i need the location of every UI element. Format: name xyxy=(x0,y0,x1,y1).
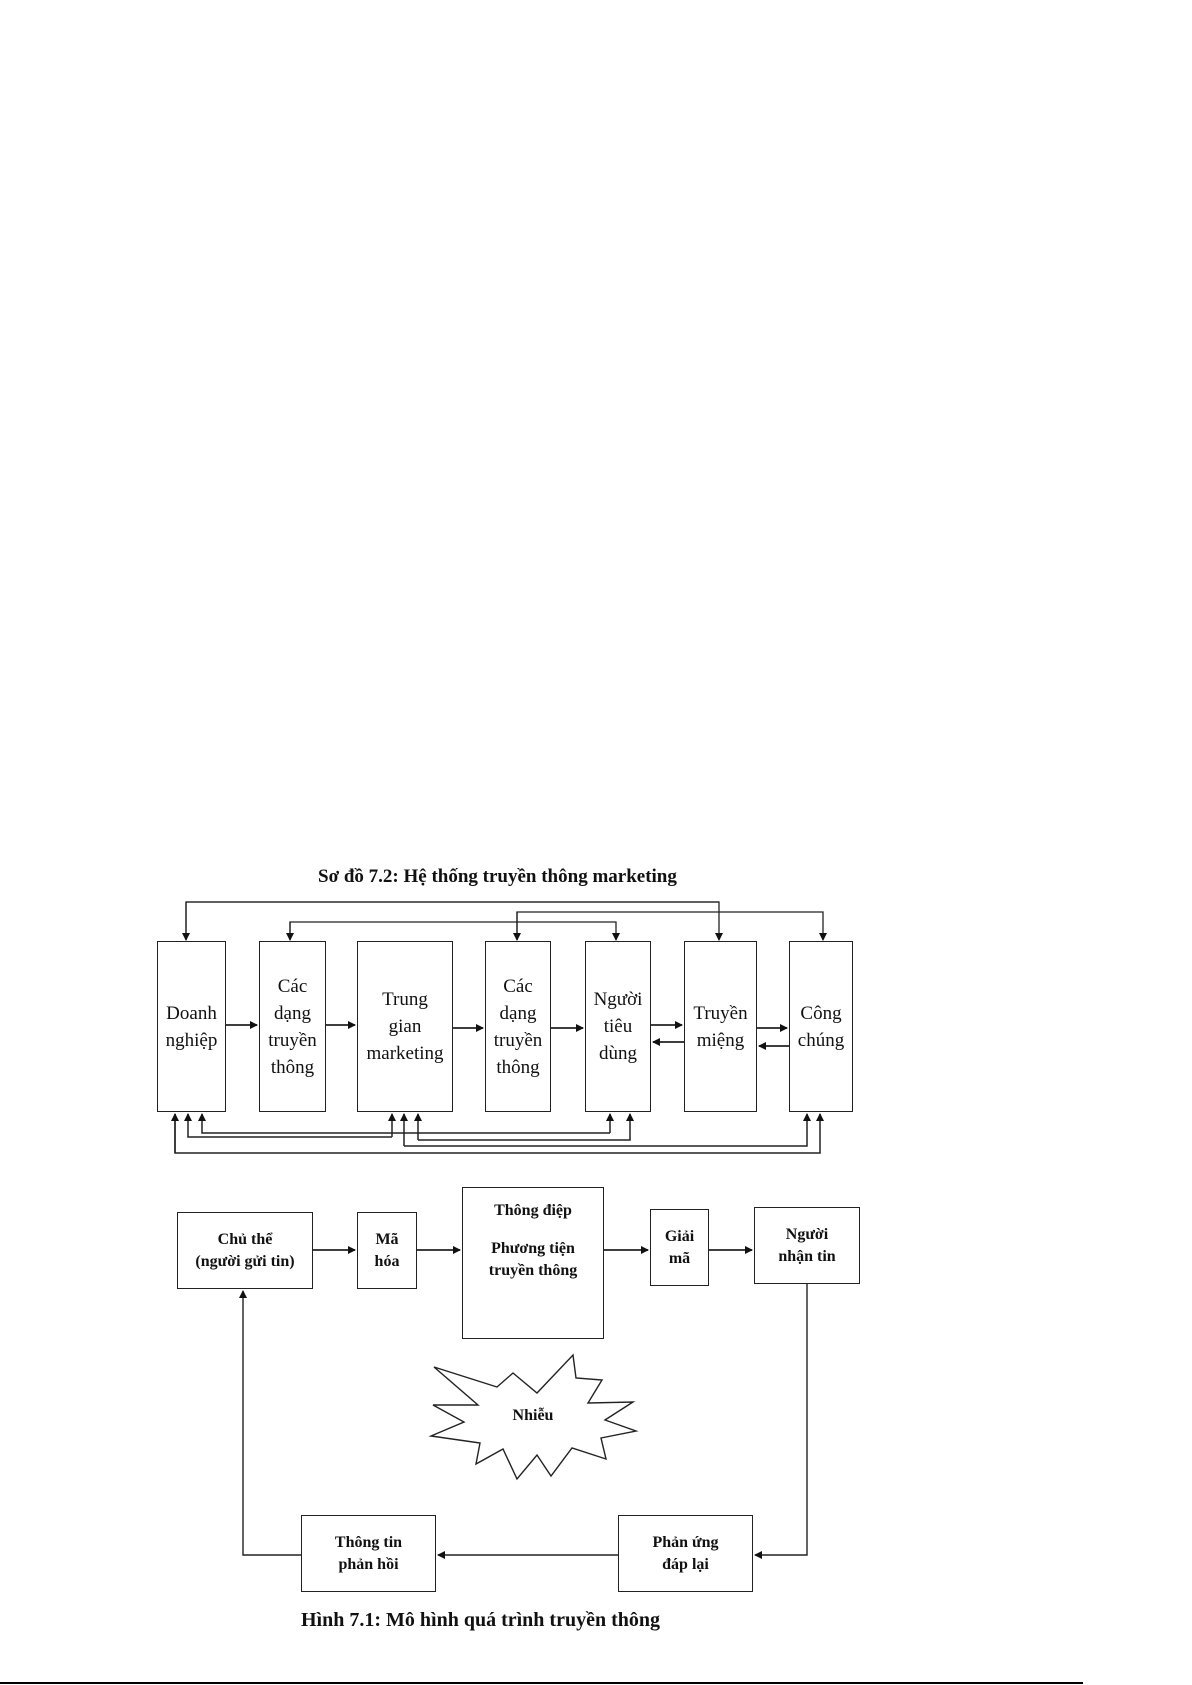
box-trung-gian-marketing: Trung gian marketing xyxy=(357,941,453,1112)
box-label: thông xyxy=(496,1056,540,1078)
box-label: Người xyxy=(785,1225,829,1243)
box-label: Phản ứng xyxy=(652,1533,719,1551)
box-label: Thông điệp xyxy=(494,1202,572,1219)
box-label: marketing xyxy=(366,1043,444,1064)
box-sender: Chủ thể (người gửi tin) xyxy=(177,1212,313,1289)
diagram1-bottom-feedback-lines xyxy=(171,1113,824,1154)
box-encode: Mã hóa xyxy=(357,1212,417,1289)
box-label: phản hồi xyxy=(338,1555,399,1573)
box-label: Các xyxy=(277,975,308,997)
box-receiver: Người nhận tin xyxy=(754,1207,860,1284)
box-truyen-mieng: Truyền miệng xyxy=(684,941,757,1112)
box-label: tiêu xyxy=(603,1016,633,1037)
box-label: Mã xyxy=(375,1230,399,1248)
diagram1-top-feedback-lines xyxy=(182,901,827,941)
box-nguoi-tieu-dung: Người tiêu dùng xyxy=(585,941,651,1112)
box-label: chúng xyxy=(797,1029,845,1051)
diagram1-title: Sơ đồ 7.2: Hệ thống truyền thông marketi… xyxy=(318,866,677,887)
box-label: Trung xyxy=(382,989,428,1010)
box-label: gian xyxy=(388,1016,422,1037)
box-label: dạng xyxy=(499,1002,537,1024)
box-label: dùng xyxy=(599,1043,637,1064)
box-label: Truyền xyxy=(693,1002,748,1024)
box-label: hóa xyxy=(374,1252,400,1270)
box-label: Phương tiện xyxy=(491,1240,575,1257)
box-label: truyền thông xyxy=(488,1262,578,1279)
box-doanh-nghiep: Doanh nghiệp xyxy=(157,941,226,1112)
box-decode: Giải mã xyxy=(650,1209,709,1286)
diagram2-caption: Hình 7.1: Mô hình quá trình truyền thông xyxy=(301,1609,660,1631)
box-label: thông xyxy=(270,1056,315,1078)
box-cac-dang-truyen-thong-2: Các dạng truyền thông xyxy=(485,941,551,1112)
box-label: truyền xyxy=(493,1029,543,1051)
box-feedback: Thông tin phản hồi xyxy=(301,1515,436,1592)
box-label: Doanh xyxy=(166,1002,217,1024)
box-label: Các xyxy=(503,975,533,997)
noise-label: Nhiễu xyxy=(512,1407,554,1424)
box-label: (người gửi tin) xyxy=(195,1252,295,1270)
box-label: Thông tin xyxy=(334,1533,403,1551)
box-label: miệng xyxy=(696,1029,745,1051)
box-label: truyền xyxy=(268,1029,317,1051)
diagram1-flow-arrows xyxy=(226,1021,789,1050)
box-label: dạng xyxy=(274,1002,311,1024)
box-label: Người xyxy=(593,989,643,1010)
box-message-media: Thông điệp Phương tiện truyền thông xyxy=(462,1187,604,1339)
diagram2-arrows xyxy=(239,1246,808,1559)
box-label: mã xyxy=(668,1249,691,1267)
box-label: Chủ thể xyxy=(217,1230,273,1248)
box-response: Phản ứng đáp lại xyxy=(618,1515,753,1592)
box-label: nghiệp xyxy=(165,1029,218,1051)
noise-starburst-shape xyxy=(428,1353,639,1481)
box-label: nhận tin xyxy=(778,1247,836,1265)
box-label: đáp lại xyxy=(662,1555,709,1573)
box-label: Giải xyxy=(664,1227,695,1245)
box-cong-chung: Công chúng xyxy=(789,941,853,1112)
box-cac-dang-truyen-thong-1: Các dạng truyền thông xyxy=(259,941,326,1112)
box-label: Công xyxy=(800,1002,842,1024)
